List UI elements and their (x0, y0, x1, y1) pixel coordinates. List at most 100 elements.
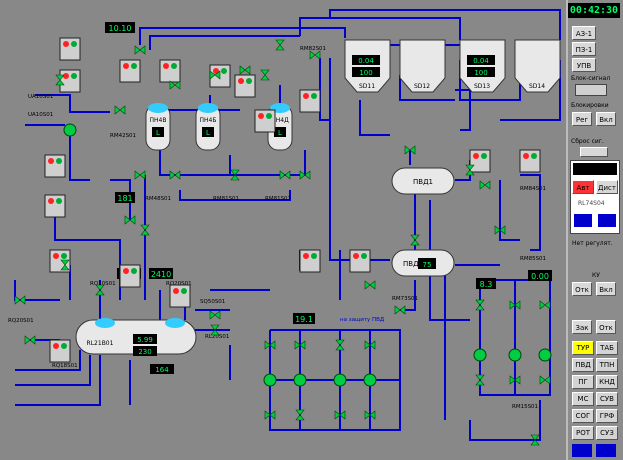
pz1-button[interactable]: ПЗ-1 (572, 42, 596, 56)
valve-icon[interactable] (140, 224, 150, 236)
actuator-panel[interactable] (349, 249, 371, 273)
valve-icon[interactable] (295, 409, 305, 421)
az1-button[interactable]: АЗ-1 (572, 26, 596, 40)
bunker-sd13[interactable]: 0.04 100 SD13 (459, 39, 506, 93)
bunker-sd12[interactable]: SD12 (399, 39, 446, 93)
valve-icon[interactable] (209, 70, 221, 80)
pump-icon[interactable] (363, 373, 377, 387)
nav-button-5[interactable]: ПГ (572, 375, 594, 389)
valve-icon[interactable] (279, 170, 291, 180)
pump-icon[interactable] (538, 348, 552, 362)
valve-icon[interactable] (509, 300, 521, 310)
valve-icon[interactable] (394, 305, 406, 315)
actuator-panel[interactable] (254, 109, 276, 133)
valve-icon[interactable] (364, 340, 376, 350)
valve-icon[interactable] (24, 335, 36, 345)
valve-icon[interactable] (210, 324, 220, 336)
nav-button-10[interactable]: ГРФ (596, 409, 618, 423)
block-vkl-button[interactable]: Вкл (596, 112, 616, 126)
actuator-panel[interactable] (49, 339, 71, 363)
valve-icon[interactable] (230, 169, 240, 181)
valve-icon[interactable] (95, 284, 105, 296)
reset-signal-button[interactable] (580, 147, 608, 157)
actuator-panel[interactable] (119, 264, 141, 288)
zak-button[interactable]: Зак (572, 320, 592, 334)
valve-icon[interactable] (509, 375, 521, 385)
pump-icon[interactable] (473, 348, 487, 362)
nav-button-2[interactable]: ТАБ (596, 341, 618, 355)
valve-icon[interactable] (410, 234, 420, 246)
valve-icon[interactable] (264, 340, 276, 350)
valve-icon[interactable] (539, 300, 551, 310)
nav-button-9[interactable]: СОГ (572, 409, 594, 423)
actuator-panel[interactable] (169, 284, 191, 308)
bunker-sd14[interactable]: SD14 (514, 39, 561, 93)
valve-icon[interactable] (260, 69, 270, 81)
dist-button[interactable]: Дист (596, 180, 618, 194)
otk-button-1[interactable]: Отк (572, 282, 592, 296)
nav-button-3[interactable]: ПВД (572, 358, 594, 372)
valve-icon[interactable] (364, 410, 376, 420)
pump-icon[interactable] (293, 373, 307, 387)
valve-icon[interactable] (364, 280, 376, 290)
auto-button[interactable]: Авт (572, 180, 594, 194)
valve-icon[interactable] (169, 170, 181, 180)
pump-icon[interactable] (63, 123, 77, 137)
valve-icon[interactable] (55, 74, 65, 86)
pvd1-heater[interactable]: ПВД1 (391, 167, 455, 195)
actuator-panel[interactable] (469, 149, 491, 173)
pump-icon[interactable] (263, 373, 277, 387)
valve-icon[interactable] (239, 65, 251, 75)
actuator-panel[interactable] (44, 194, 66, 218)
arrow-left-button[interactable] (574, 214, 592, 227)
valve-icon[interactable] (60, 259, 70, 271)
otk-button-2[interactable]: Отк (596, 320, 616, 334)
nav-button-8[interactable]: СУВ (596, 392, 618, 406)
actuator-panel[interactable] (119, 59, 141, 83)
valve-icon[interactable] (475, 374, 485, 386)
deaerator-tank[interactable]: RL21B01 5.99 230 164 (75, 318, 197, 374)
actuator-panel[interactable] (234, 74, 256, 98)
arrow-right-button[interactable] (598, 214, 616, 227)
bunker-sd11[interactable]: 0.04 100 SD11 (344, 39, 391, 93)
pump-icon[interactable] (333, 373, 347, 387)
actuator-panel[interactable] (519, 149, 541, 173)
nav-button-12[interactable]: СУЗ (596, 426, 618, 440)
actuator-panel[interactable] (59, 37, 81, 61)
nav-button-6[interactable]: КНД (596, 375, 618, 389)
nav-next-button[interactable] (596, 444, 616, 457)
valve-icon[interactable] (134, 45, 146, 55)
pvd2-heater[interactable]: ПВД2 75 (391, 249, 455, 277)
actuator-panel[interactable] (59, 69, 81, 93)
valve-icon[interactable] (275, 39, 285, 51)
valve-icon[interactable] (309, 50, 321, 60)
valve-icon[interactable] (299, 170, 311, 180)
uvp-button[interactable]: УПВ (572, 58, 596, 72)
nav-prev-button[interactable] (572, 444, 592, 457)
vkl-button-2[interactable]: Вкл (596, 282, 616, 296)
nav-button-7[interactable]: МС (572, 392, 594, 406)
valve-icon[interactable] (539, 375, 551, 385)
valve-icon[interactable] (494, 225, 506, 235)
valve-icon[interactable] (334, 410, 346, 420)
block-signal-toggle[interactable] (575, 84, 607, 96)
actuator-panel[interactable] (44, 154, 66, 178)
tank-pn4b[interactable]: ПН4Б L (195, 103, 221, 151)
nav-button-1[interactable]: ТУР (572, 341, 594, 355)
valve-icon[interactable] (134, 170, 146, 180)
actuator-panel[interactable] (299, 249, 321, 273)
valve-icon[interactable] (114, 105, 126, 115)
valve-icon[interactable] (465, 164, 475, 176)
pump-icon[interactable] (508, 348, 522, 362)
valve-icon[interactable] (14, 295, 26, 305)
valve-icon[interactable] (530, 434, 540, 446)
actuator-panel[interactable] (299, 89, 321, 113)
valve-icon[interactable] (209, 310, 221, 320)
nav-button-4[interactable]: ТПН (596, 358, 618, 372)
actuator-panel[interactable] (159, 59, 181, 83)
valve-icon[interactable] (264, 410, 276, 420)
valve-icon[interactable] (335, 339, 345, 351)
nav-button-11[interactable]: РОТ (572, 426, 594, 440)
reg-button[interactable]: Рег (572, 112, 592, 126)
valve-icon[interactable] (169, 80, 181, 90)
